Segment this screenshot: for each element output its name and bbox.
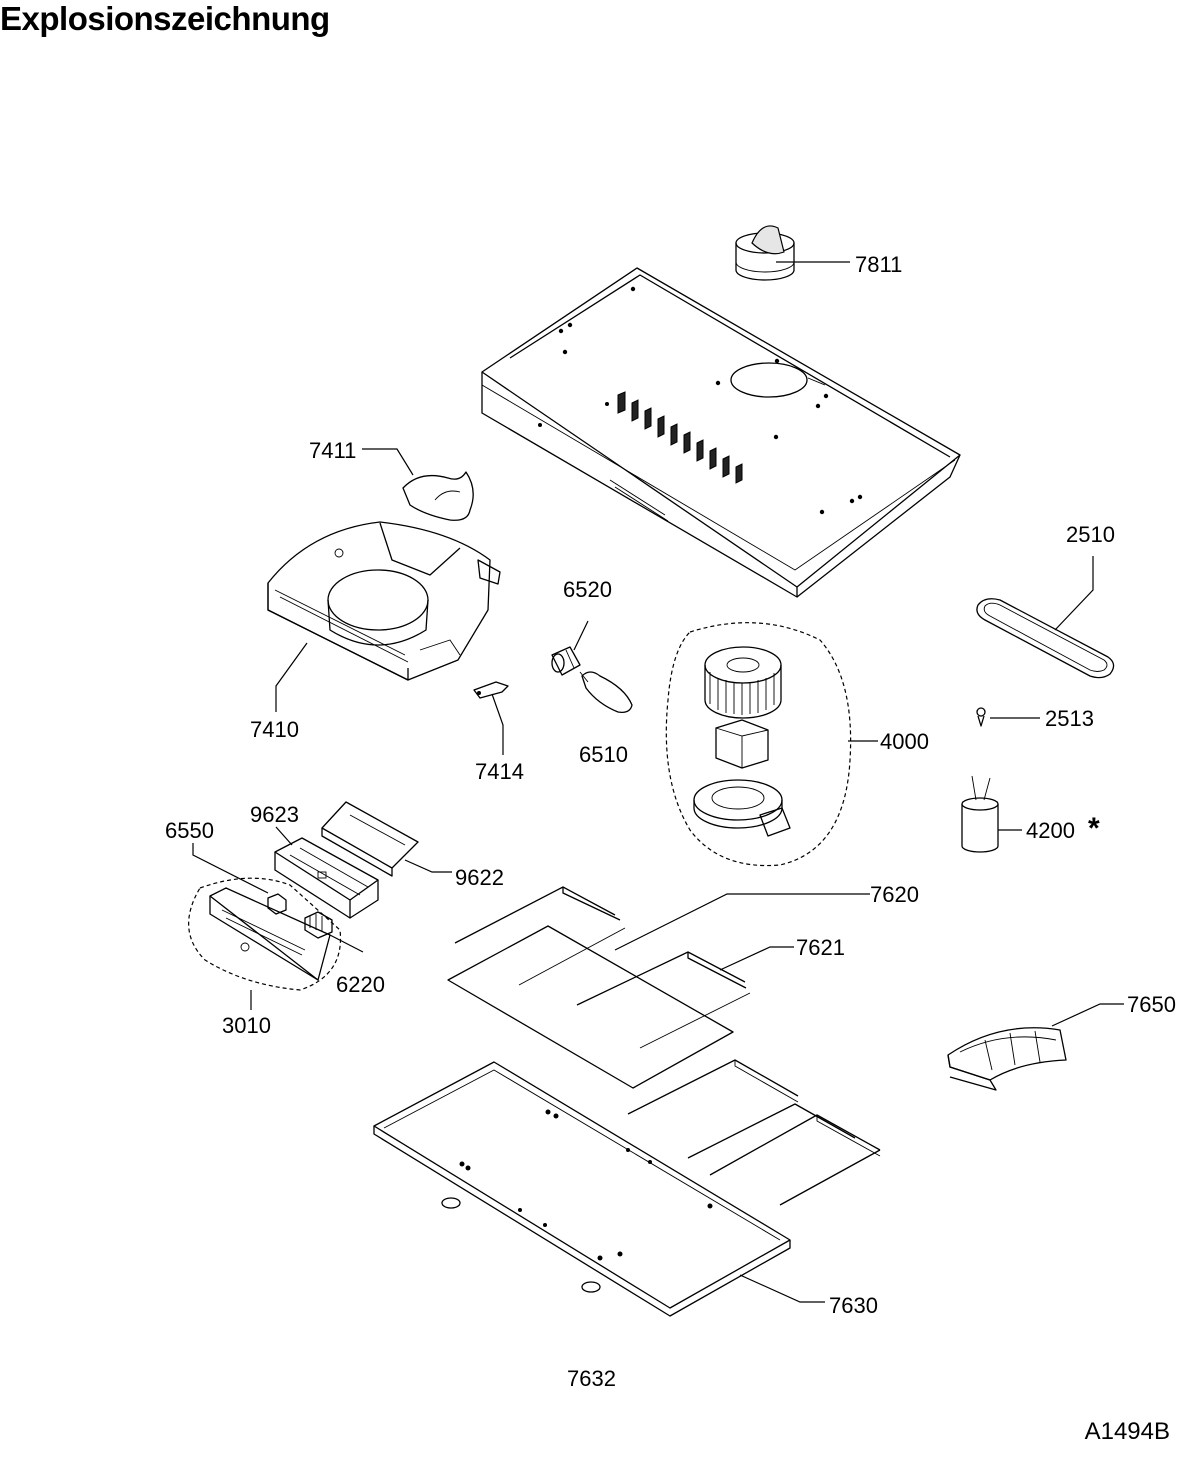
label-6550: 6550: [165, 818, 214, 843]
damper-collar-7811: [735, 225, 795, 281]
cover-9622: [321, 801, 419, 877]
switch-6550: [267, 893, 287, 915]
blower-motor-4000: [665, 622, 852, 867]
label-7632: 7632: [567, 1366, 616, 1391]
diagram-title: Explosionszeichnung: [0, 0, 330, 37]
control-panel-3010: [188, 877, 342, 991]
label-9622: 9622: [455, 865, 504, 890]
clip-7414: [473, 681, 509, 699]
leader-6520: [573, 620, 589, 651]
label-7650: 7650: [1127, 992, 1176, 1017]
label-4200: 4200: [1026, 818, 1075, 843]
label-9623: 9623: [250, 802, 299, 827]
bottom-panel-7630: [373, 1061, 791, 1317]
label-6220: 6220: [336, 972, 385, 997]
leader-7620: [614, 893, 870, 951]
leader-7650: [1051, 1003, 1124, 1027]
leader-6550: [192, 843, 269, 894]
gasket-2510: [976, 598, 1115, 679]
label-7630: 7630: [829, 1293, 878, 1318]
leader-7411: [362, 448, 414, 476]
label-2510: 2510: [1066, 522, 1115, 547]
label-6520: 6520: [563, 577, 612, 602]
filter-7620: [454, 886, 626, 986]
label-7411: 7411: [309, 438, 356, 463]
filter-strips-lower: [627, 1059, 881, 1206]
deflector-7650: [947, 1027, 1067, 1091]
label-7410: 7410: [250, 717, 299, 742]
label-7811: 7811: [855, 252, 902, 277]
label-7621: 7621: [796, 935, 845, 960]
label-6510: 6510: [579, 742, 628, 767]
mount-holes: [538, 286, 863, 515]
pcb-holder-9623: [274, 837, 379, 919]
label-4000: 4000: [880, 729, 929, 754]
leader-7630: [739, 1274, 825, 1303]
lamp-bulb-6510: [579, 671, 633, 713]
leader-2510: [1054, 556, 1094, 631]
leader-9623: [275, 826, 293, 846]
leader-7410: [275, 642, 308, 712]
label-3010: 3010: [222, 1013, 271, 1038]
leader-9622: [404, 859, 452, 873]
leader-7621: [719, 946, 794, 971]
filter-7621: [576, 951, 751, 1049]
label-7414: 7414: [475, 759, 524, 784]
hood-body: [481, 267, 961, 598]
filter-plate-large: [447, 925, 734, 1089]
fan-housing-7410: [267, 521, 501, 681]
label-4200-mark: *: [1088, 812, 1100, 845]
drawing-code: A1494B: [1084, 1418, 1170, 1445]
screw-2513: [976, 707, 986, 727]
capacitor-4200: [961, 775, 999, 853]
flap-7411: [402, 471, 474, 521]
label-7620: 7620: [870, 882, 919, 907]
leader-6220: [327, 933, 364, 953]
vent-slots: [617, 391, 743, 484]
leader-7414: [491, 693, 504, 755]
lamp-holder-6520: [551, 646, 581, 676]
label-2513: 2513: [1045, 706, 1094, 731]
